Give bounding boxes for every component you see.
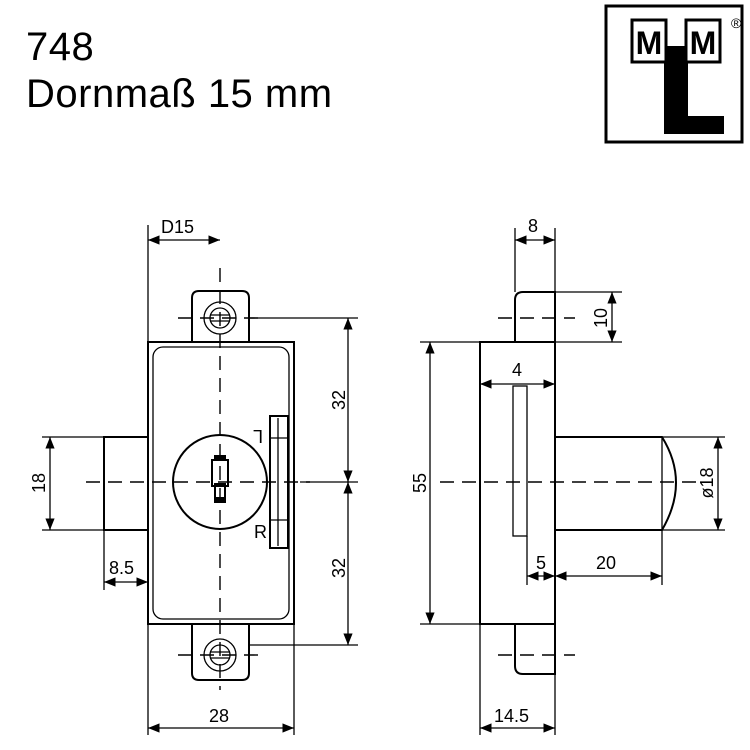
label-r: R [254, 522, 267, 542]
logo-letter-m-left: M [636, 25, 663, 61]
dim-bolt-length: 20 [596, 553, 616, 573]
side-slide [269, 415, 289, 549]
dim-diameter: ø18 [697, 467, 717, 498]
dim-height: 55 [410, 473, 430, 493]
front-view: L R D15 28 32 32 18 8.5 [29, 217, 358, 735]
model-number: 748 [26, 25, 95, 69]
lock-body [147, 341, 295, 625]
dim-bolt-offset: 8.5 [109, 558, 134, 578]
side-body [479, 341, 556, 625]
dim-backset: D15 [161, 217, 194, 237]
label-l: L [253, 426, 263, 446]
side-top-tab [514, 291, 556, 342]
front-bolt [103, 436, 148, 531]
logo-letter-m-right: M [690, 25, 717, 61]
dim-gap: 5 [536, 553, 546, 573]
dim-lower-half: 32 [329, 558, 349, 578]
dim-bolt-height: 18 [29, 473, 49, 493]
dim-top: 8 [528, 216, 538, 236]
registered-mark: ® [731, 15, 742, 31]
dim-tab: 10 [591, 308, 611, 328]
side-bottom-tab [514, 624, 556, 675]
dim-upper-half: 32 [329, 390, 349, 410]
side-view: 8 10 4 55 5 20 ø18 14.5 [410, 216, 725, 735]
title-block: 748 Dornmaß 15 mm [26, 24, 333, 118]
side-bolt [555, 436, 677, 531]
dim-depth: 14.5 [494, 706, 529, 726]
dim-width: 28 [209, 706, 229, 726]
mlm-logo: M M ® [604, 4, 744, 144]
bottom-mounting-tab [191, 624, 250, 681]
backset-subtitle: Dornmaß 15 mm [26, 72, 333, 116]
dim-plate: 4 [512, 360, 522, 380]
side-inner-plate [512, 385, 528, 537]
